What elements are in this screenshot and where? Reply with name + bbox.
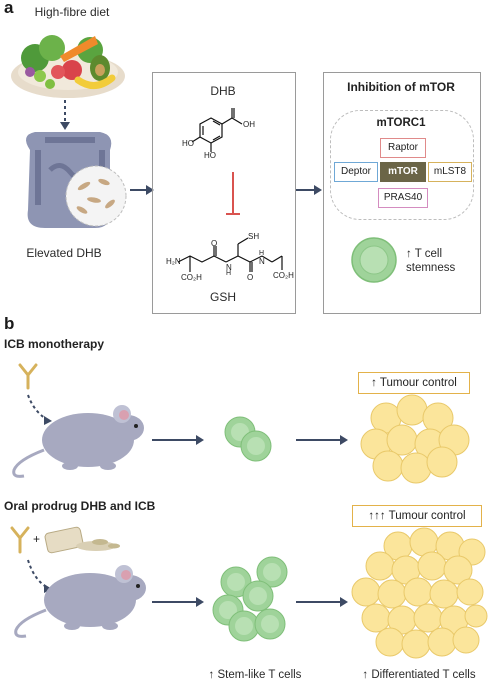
atom-h-2: H — [259, 250, 265, 257]
mouse-icon-2 — [14, 565, 146, 638]
dhb-structure — [191, 108, 243, 152]
inhibition-title: Inhibition of mTOR — [347, 80, 455, 94]
antibody-icon — [18, 363, 38, 390]
atom-n-2: N — [259, 257, 265, 266]
microbe-zoom-icon — [65, 165, 127, 227]
gsh-label: GSH — [209, 290, 236, 304]
mono-title: ICB monotherapy — [4, 337, 105, 351]
deptor-chip: Deptor — [334, 162, 378, 182]
pras40-chip: PRAS40 — [378, 188, 428, 208]
dhb-label: DHB — [210, 84, 236, 98]
dhb-gsh-box — [152, 72, 296, 314]
stemness-line1: ↑ T cell — [406, 248, 443, 260]
atom-n-1: N — [226, 263, 232, 272]
stemness-line2: stemness — [406, 262, 456, 274]
panel-letter-b: b — [4, 314, 15, 333]
atom-ho-1: HO — [182, 139, 194, 148]
stem-cells-label: ↑ Stem-like T cells — [208, 669, 302, 681]
antibody-icon-2 — [10, 526, 30, 554]
atom-oh: OH — [243, 120, 255, 129]
tumour-cells-combo — [351, 527, 488, 659]
diet-plate-icon — [11, 35, 125, 98]
raptor-chip: Raptor — [380, 138, 426, 158]
green-cells-mono — [224, 416, 272, 462]
mono-result: ↑ Tumour control — [358, 372, 470, 394]
mtorc1-complex — [330, 110, 474, 220]
mlst8-chip: mLST8 — [428, 162, 472, 182]
diet-label: High-fibre diet — [34, 5, 110, 19]
atom-h2n: H₂N — [166, 257, 181, 266]
combo-result: ↑↑↑ Tumour control — [352, 505, 482, 527]
atom-co2h-2: CO₂H — [273, 271, 294, 280]
panel-letter-a: a — [4, 0, 14, 17]
atom-o-2: O — [247, 273, 254, 282]
complex-title: mTORC1 — [376, 117, 426, 129]
mtor-chip: mTOR — [380, 162, 426, 182]
atom-o-1: O — [211, 239, 218, 248]
combo-title: Oral prodrug DHB and ICB — [4, 499, 156, 513]
green-cells-combo — [212, 556, 288, 642]
mtor-box — [323, 72, 481, 314]
tumour-cells-mono — [360, 394, 470, 484]
gsh-structure — [177, 237, 283, 272]
pill-bottle-icon — [44, 526, 120, 554]
plus-sign: + — [33, 532, 41, 546]
atom-sh: SH — [248, 232, 260, 241]
diff-cells-label: ↑ Differentiated T cells — [362, 669, 476, 681]
atom-ho-2: HO — [204, 151, 216, 160]
mouse-icon — [12, 405, 144, 478]
gut-label: Elevated DHB — [26, 246, 102, 260]
atom-h-1: H — [226, 270, 232, 277]
atom-co2h-1: CO₂H — [181, 273, 202, 282]
